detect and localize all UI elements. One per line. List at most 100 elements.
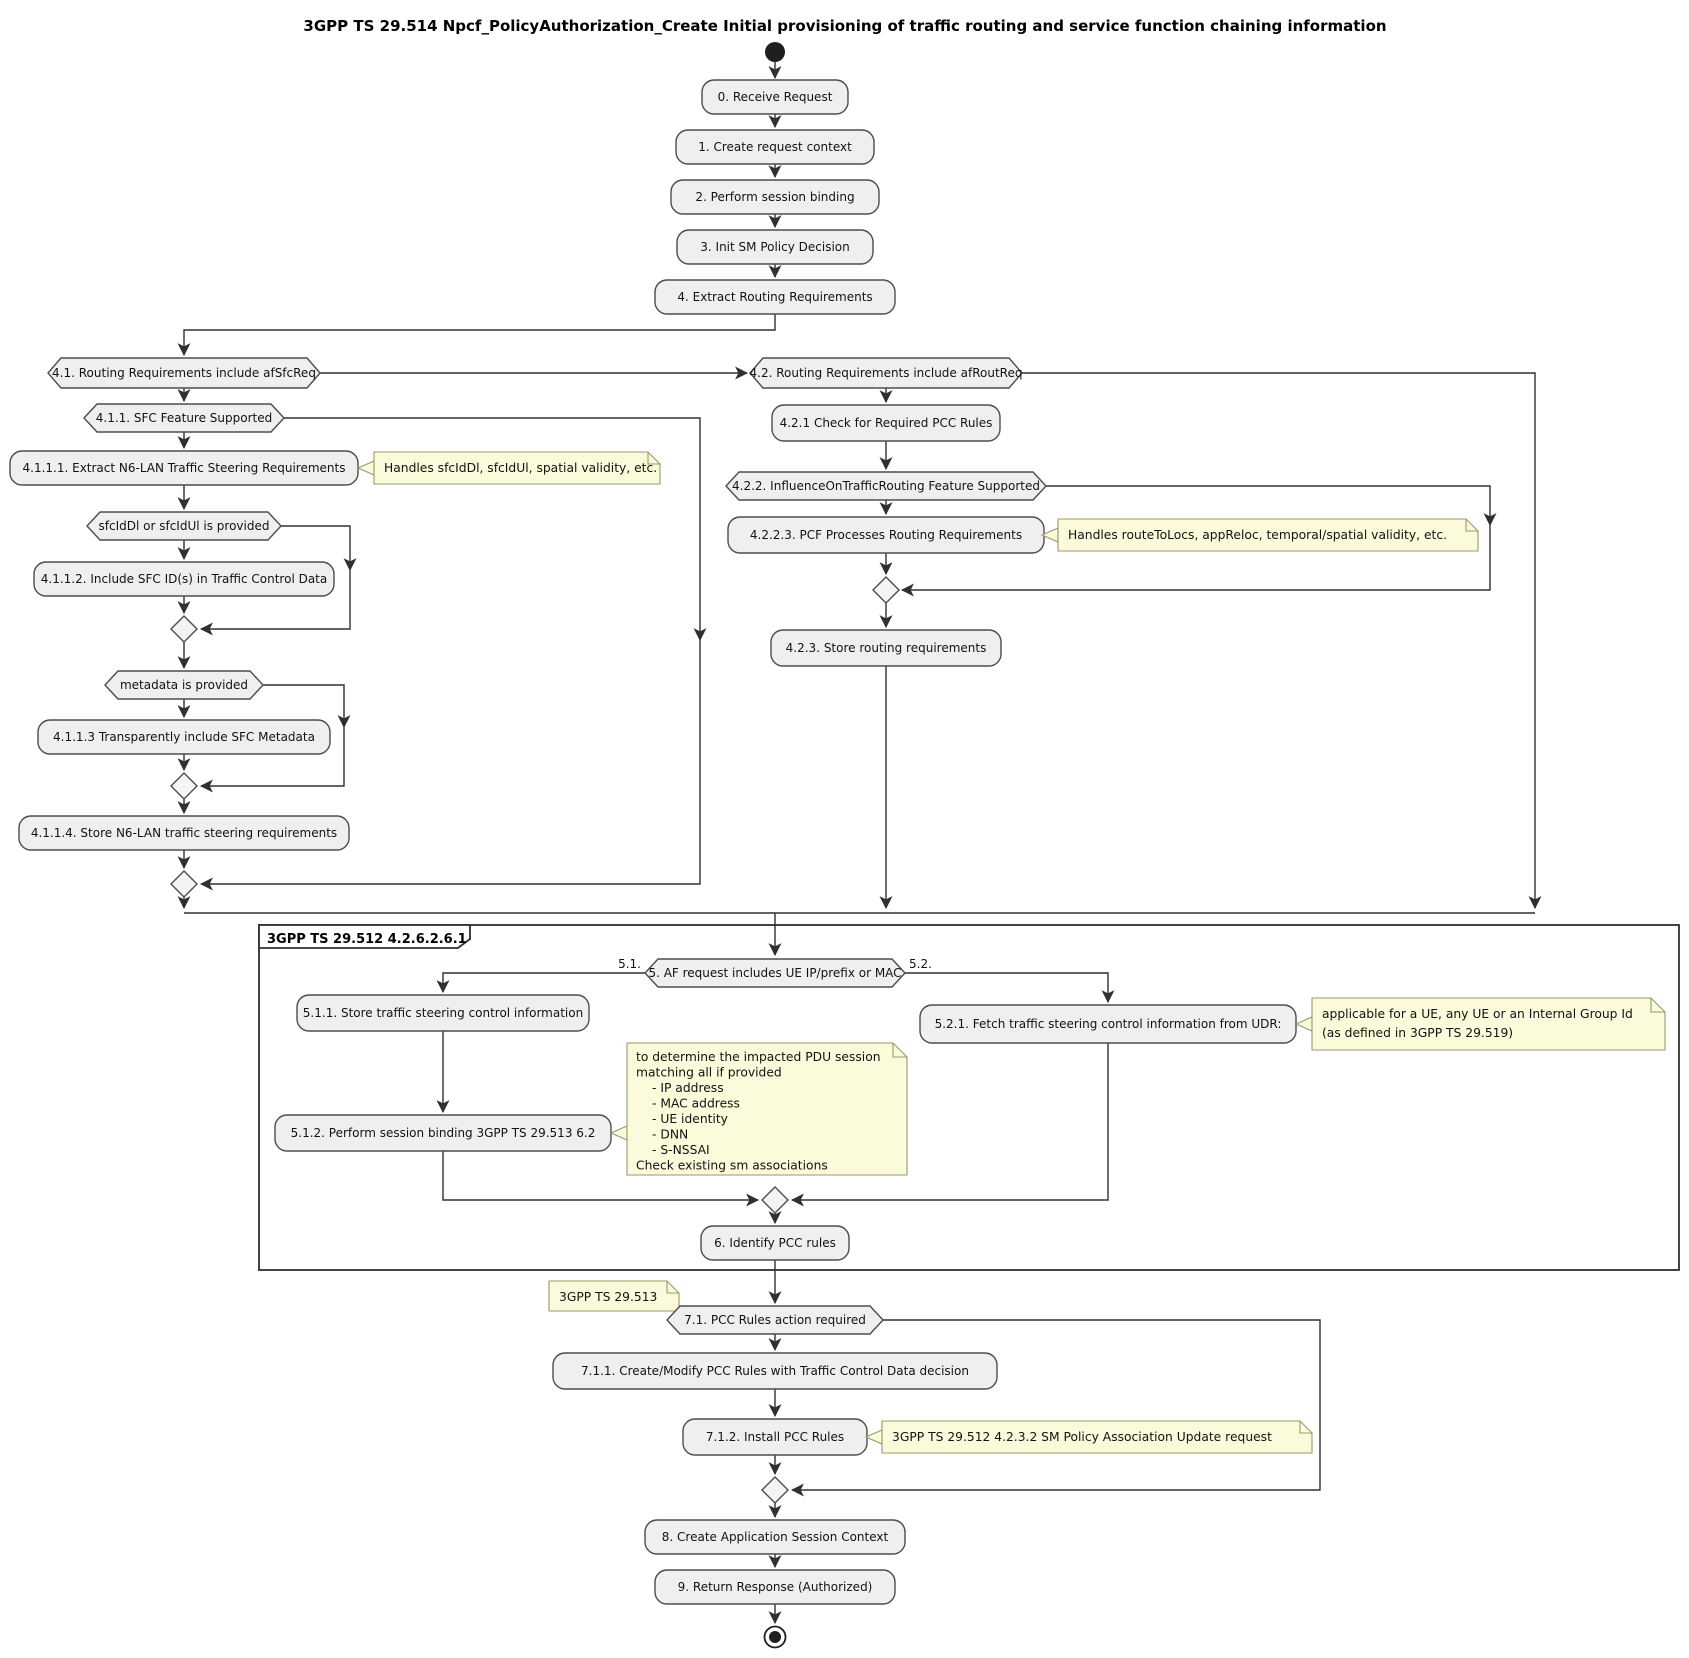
edges: [177, 62, 1542, 1625]
activity-create-modify-pcc-rules: 7.1.1. Create/Modify PCC Rules with Traf…: [552, 1352, 998, 1390]
svg-text:2. Perform session binding: 2. Perform session binding: [695, 190, 854, 204]
activity-perform-session-binding: 2. Perform session binding: [670, 179, 880, 215]
svg-text:7.1. PCC Rules action required: 7.1. PCC Rules action required: [684, 1313, 866, 1327]
edge: [436, 972, 645, 994]
svg-text:Handles sfcIdDl, sfcIdUl, spat: Handles sfcIdDl, sfcIdUl, spatial validi…: [384, 461, 657, 475]
svg-text:4.1. Routing Requirements incl: 4.1. Routing Requirements include afSfcR…: [52, 366, 316, 380]
edge: [1046, 485, 1497, 527]
edge: [284, 417, 707, 642]
svg-text:4.1.1.3 Transparently include: 4.1.1.3 Transparently include SFC Metada…: [53, 730, 315, 744]
decision-influence-on-traffic-routing: 4.2.2. InfluenceOnTrafficRouting Feature…: [725, 471, 1047, 501]
svg-text:applicable for a UE, any UE or: applicable for a UE, any UE or an Intern…: [1322, 1007, 1633, 1021]
svg-text:- S-NSSAI: - S-NSSAI: [652, 1143, 710, 1157]
merge-diamond-sfcid: [170, 615, 198, 643]
activity-install-pcc-rules: 7.1.2. Install PCC Rules: [682, 1418, 868, 1456]
activity-fetch-traffic-steering-from-udr: 5.2.1. Fetch traffic steering control in…: [919, 1004, 1297, 1044]
activity-receive-request: 0. Receive Request: [701, 79, 849, 115]
activity-extract-routing-requirements: 4. Extract Routing Requirements: [654, 279, 896, 315]
activity-create-request-context: 1. Create request context: [675, 129, 875, 165]
activity-include-sfc-metadata: 4.1.1.3 Transparently include SFC Metada…: [37, 719, 331, 755]
edge: [199, 640, 701, 891]
diagram-title: 3GPP TS 29.514 Npcf_PolicyAuthorization_…: [303, 17, 1386, 35]
activity-create-app-session-context: 8. Create Application Session Context: [644, 1519, 906, 1555]
edge: [790, 1319, 1321, 1497]
note-sfc-ids: Handles sfcIdDl, sfcIdUl, spatial validi…: [356, 451, 661, 485]
end-node: [763, 1625, 787, 1649]
svg-text:3GPP TS 29.513: 3GPP TS 29.513: [559, 1290, 657, 1304]
merge-diamond-sfc-branch: [170, 870, 198, 898]
edge: [900, 525, 1491, 597]
note-pdu-session-matching: to determine the impacted PDU session ma…: [609, 1042, 908, 1176]
decision-afroutreq: 4.2. Routing Requirements include afRout…: [749, 357, 1023, 389]
merge-diamond-af-request: [761, 1186, 789, 1214]
svg-text:4.2. Routing Requirements incl: 4.2. Routing Requirements include afRout…: [750, 366, 1023, 380]
activity-include-sfc-ids: 4.1.1.2. Include SFC ID(s) in Traffic Co…: [33, 561, 335, 597]
activity-store-n6lan-steering: 4.1.1.4. Store N6-LAN traffic steering r…: [18, 815, 350, 851]
activity-pcf-processes-routing-requirements: 4.2.2.3. PCF Processes Routing Requireme…: [727, 516, 1045, 554]
svg-text:5.2.1. Fetch traffic steering: 5.2.1. Fetch traffic steering control in…: [935, 1017, 1282, 1031]
svg-text:9. Return Response (Authorized: 9. Return Response (Authorized): [678, 1580, 873, 1594]
svg-text:7.1.1. Create/Modify PCC Rules: 7.1.1. Create/Modify PCC Rules with Traf…: [581, 1364, 969, 1378]
activity-store-traffic-steering-info: 5.1.1. Store traffic steering control in…: [296, 994, 590, 1032]
decision-sfcid-provided: sfcIdDl or sfcIdUl is provided: [86, 511, 282, 541]
edge: [1022, 372, 1542, 910]
svg-text:4.2.3. Store routing requireme: 4.2.3. Store routing requirements: [786, 641, 987, 655]
note-policy-association-update: 3GPP TS 29.512 4.2.3.2 SM Policy Associa…: [864, 1420, 1313, 1454]
activity-identify-pcc-rules: 6. Identify PCC rules: [700, 1225, 850, 1261]
edge: [905, 972, 1115, 1004]
activity-extract-n6lan-steering: 4.1.1.1. Extract N6-LAN Traffic Steering…: [9, 450, 359, 486]
svg-text:4.1.1.4. Store N6-LAN traffic: 4.1.1.4. Store N6-LAN traffic steering r…: [31, 826, 337, 840]
svg-text:(as defined in 3GPP TS 29.519): (as defined in 3GPP TS 29.519): [1322, 1026, 1513, 1040]
svg-text:4. Extract Routing Requirement: 4. Extract Routing Requirements: [677, 290, 872, 304]
merge-diamond-routing: [872, 576, 900, 604]
svg-text:Handles routeToLocs, appReloc,: Handles routeToLocs, appReloc, temporal/…: [1068, 528, 1447, 542]
svg-text:4.2.2.3. PCF Processes Routing: 4.2.2.3. PCF Processes Routing Requireme…: [750, 528, 1022, 542]
start-node: [765, 42, 785, 62]
decision-af-request-ue-ip: 5. AF request includes UE IP/prefix or M…: [644, 958, 906, 988]
edge: [199, 727, 345, 793]
svg-text:4.2.2. InfluenceOnTrafficRouti: 4.2.2. InfluenceOnTrafficRouting Feature…: [732, 479, 1040, 493]
svg-text:matching all if provided: matching all if provided: [636, 1066, 782, 1080]
edge-label-5-1: 5.1.: [618, 957, 641, 971]
svg-text:to determine the impacted PDU: to determine the impacted PDU session: [636, 1050, 881, 1064]
svg-text:5.1.2. Perform session binding: 5.1.2. Perform session binding 3GPP TS 2…: [291, 1126, 596, 1140]
svg-text:- MAC address: - MAC address: [652, 1097, 740, 1111]
decision-sfc-feature-supported: 4.1.1. SFC Feature Supported: [83, 403, 285, 433]
decision-pcc-rules-action-required: 7.1. PCC Rules action required: [666, 1305, 884, 1335]
edge: [177, 314, 776, 357]
edge: [790, 1043, 1109, 1207]
activity-init-sm-policy-decision: 3. Init SM Policy Decision: [676, 229, 874, 265]
svg-text:8. Create Application Session: 8. Create Application Session Context: [662, 1530, 889, 1544]
merge-diamond-metadata: [170, 772, 198, 800]
frame-3gpp-ts-29512: 3GPP TS 29.512 4.2.6.2.6.1: [258, 924, 1680, 1271]
svg-text:3GPP TS 29.512 4.2.3.2 SM Poli: 3GPP TS 29.512 4.2.3.2 SM Policy Associa…: [892, 1430, 1272, 1444]
activity-perform-session-binding-29513: 5.1.2. Perform session binding 3GPP TS 2…: [274, 1114, 612, 1152]
svg-text:- DNN: - DNN: [652, 1128, 688, 1142]
activity-check-required-pcc-rules: 4.2.1 Check for Required PCC Rules: [771, 404, 1001, 442]
note-udr-applicable: applicable for a UE, any UE or an Intern…: [1294, 997, 1666, 1051]
svg-text:4.1.1. SFC Feature Supported: 4.1.1. SFC Feature Supported: [96, 411, 272, 425]
note-ts-29513: 3GPP TS 29.513: [548, 1280, 680, 1312]
svg-text:sfcIdDl or sfcIdUl is provided: sfcIdDl or sfcIdUl is provided: [99, 519, 270, 533]
edge: [442, 1151, 760, 1207]
svg-text:metadata is provided: metadata is provided: [120, 678, 248, 692]
svg-text:4.1.1.1. Extract N6-LAN Traffi: 4.1.1.1. Extract N6-LAN Traffic Steering…: [23, 461, 346, 475]
activity-return-response-authorized: 9. Return Response (Authorized): [654, 1569, 896, 1605]
edge: [263, 684, 351, 729]
note-route-to-locs: Handles routeToLocs, appReloc, temporal/…: [1040, 518, 1479, 552]
svg-text:7.1.2. Install PCC Rules: 7.1.2. Install PCC Rules: [706, 1430, 844, 1444]
svg-text:- UE identity: - UE identity: [652, 1112, 728, 1126]
frame-title: 3GPP TS 29.512 4.2.6.2.6.1: [267, 932, 467, 947]
activity-store-routing-requirements: 4.2.3. Store routing requirements: [770, 629, 1002, 667]
svg-text:4.2.1 Check for Required PCC R: 4.2.1 Check for Required PCC Rules: [780, 416, 993, 430]
edge: [281, 525, 357, 572]
svg-text:6. Identify PCC rules: 6. Identify PCC rules: [714, 1236, 836, 1250]
edge-label-5-2: 5.2.: [909, 957, 932, 971]
svg-text:0. Receive Request: 0. Receive Request: [718, 90, 833, 104]
svg-text:1. Create request context: 1. Create request context: [698, 140, 852, 154]
svg-text:Check existing sm associations: Check existing sm associations: [636, 1159, 828, 1173]
decision-afsfcreq: 4.1. Routing Requirements include afSfcR…: [47, 357, 321, 389]
svg-text:5. AF request includes UE IP/p: 5. AF request includes UE IP/prefix or M…: [648, 966, 901, 980]
